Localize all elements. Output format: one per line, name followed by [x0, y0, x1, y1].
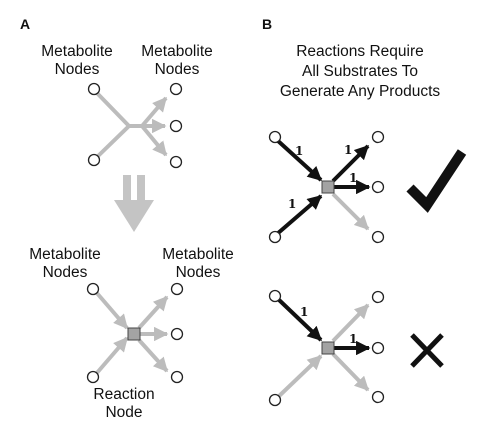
metabolite-node — [87, 82, 101, 96]
top-right-metabolite-label-line1: Metabolite — [141, 43, 213, 60]
metabolite-node — [170, 282, 184, 296]
metabolite-node — [169, 119, 183, 133]
active-edge-arrow — [275, 194, 323, 236]
metabolite-node — [371, 390, 385, 404]
edge — [94, 90, 131, 128]
active-edge-arrow — [275, 296, 323, 342]
top-right-metabolite-label-line2: Nodes — [155, 61, 200, 78]
reaction-network — [86, 282, 184, 384]
metabolite-node — [268, 230, 282, 244]
metabolite-node — [371, 130, 385, 144]
reaction-node — [127, 327, 141, 341]
metabolite-node — [268, 393, 282, 407]
edge-arrow — [94, 336, 129, 376]
active-edge-arrow — [331, 144, 370, 183]
reaction-node — [321, 180, 335, 194]
bottom-left-metabolite-label-line2: Nodes — [43, 264, 88, 281]
reaction-node — [321, 341, 335, 355]
inactive-edge-arrow — [275, 354, 323, 400]
edge-weight-label: 1 — [349, 332, 357, 346]
inactive-edge-arrow — [331, 303, 370, 343]
panel-b-heading-line1: Reactions Require — [296, 43, 424, 60]
panel-b-letter: B — [262, 16, 272, 32]
inactive-edge-arrow — [331, 192, 370, 231]
metabolite-node — [169, 155, 183, 169]
panel-a-letter: A — [20, 16, 30, 32]
metabolite-node — [86, 282, 100, 296]
panel-b-heading-line2: All Substrates To — [302, 63, 418, 80]
panel-b-heading-line3: Generate Any Products — [280, 83, 441, 100]
edge-arrow — [137, 295, 169, 330]
metabolite-node — [170, 370, 184, 384]
invalid-example-network: 1 1 — [268, 289, 385, 407]
top-left-metabolite-label-line2: Nodes — [55, 61, 100, 78]
edge-weight-label: 1 — [349, 171, 357, 185]
metabolite-node — [87, 153, 101, 167]
bottom-right-metabolite-label-line2: Nodes — [176, 264, 221, 281]
metabolite-node — [371, 230, 385, 244]
top-left-metabolite-label-line1: Metabolite — [41, 43, 113, 60]
bottom-left-metabolite-label-line1: Metabolite — [29, 246, 101, 263]
edge-weight-label: 1 — [344, 143, 352, 157]
edge-arrow — [140, 96, 168, 128]
edge-arrow — [137, 338, 169, 373]
reaction-node-label-line2: Node — [105, 404, 142, 421]
edge-weight-label: 1 — [295, 144, 303, 158]
metabolite-node — [268, 289, 282, 303]
metabolite-node — [169, 82, 183, 96]
edge — [94, 124, 131, 160]
edge-weight-label: 1 — [288, 197, 296, 211]
metabolite-node — [371, 341, 385, 355]
inactive-edge-arrow — [331, 352, 370, 392]
metabolite-node — [170, 327, 184, 341]
valid-example-network: 1 1 1 1 — [268, 130, 385, 244]
metabolite-node — [268, 130, 282, 144]
active-edge-arrow — [275, 138, 323, 182]
edge-arrow — [94, 290, 129, 330]
checkmark-icon — [406, 149, 467, 213]
reaction-node-label-line1: Reaction — [93, 386, 154, 403]
metabolite-node — [86, 370, 100, 384]
x-mark-icon — [410, 333, 444, 368]
edge-weight-label: 1 — [300, 305, 308, 319]
unresolved-network — [87, 82, 183, 169]
metabolite-node — [371, 180, 385, 194]
transform-arrow-icon — [114, 175, 154, 232]
edge-arrow — [140, 124, 168, 157]
metabolite-node — [371, 290, 385, 304]
bottom-right-metabolite-label-line1: Metabolite — [162, 246, 234, 263]
